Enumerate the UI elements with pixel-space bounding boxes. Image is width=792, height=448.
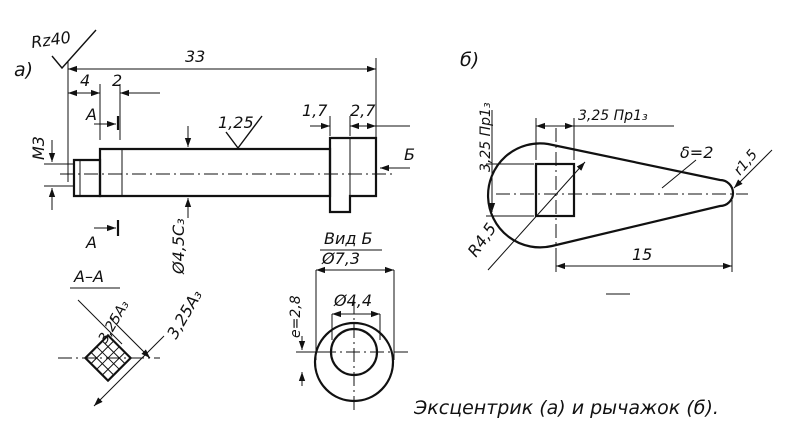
large-radius-label: R4,5 — [464, 219, 501, 260]
section-mark-bottom: А — [85, 233, 97, 252]
hole-dim-horizontal: 3,25 Пр1₃ — [578, 108, 648, 124]
hole-dim-vertical: 3,25 Пр1₃ — [478, 102, 494, 172]
section-mark-top: А — [85, 105, 97, 124]
figure-b-marker: б) — [460, 49, 479, 71]
figure-caption: Эксцентрик (а) и рычажок (б). — [413, 397, 719, 419]
tip-radius-label: r1,5 — [731, 147, 761, 179]
section-square — [83, 333, 133, 383]
view-b-eccentricity: е=2,8 — [288, 295, 304, 338]
dimension-1-7: 1,7 — [302, 101, 328, 120]
thickness-label: δ=2 — [680, 143, 713, 162]
dimension-4: 4 — [80, 71, 90, 90]
view-b-inner-diameter: Ø4,4 — [333, 291, 372, 310]
section-a-a: А–А 3,25А₃ 3,25А₃ — [58, 267, 206, 407]
section-title: А–А — [73, 267, 104, 286]
figure-a-marker: а) — [14, 59, 33, 81]
view-b-outer-diameter: Ø7,3 — [321, 249, 360, 268]
dimension-2-7: 2,7 — [350, 101, 376, 120]
roughness-symbol: Rz40 — [30, 28, 97, 70]
section-dimension-large: 3,25А₃ — [163, 287, 206, 342]
roughness-label: Rz40 — [30, 28, 72, 52]
eccentric-body — [60, 136, 392, 214]
lever-square-hole — [534, 162, 576, 218]
view-arrow-label: Б — [404, 145, 415, 164]
view-b: Вид Б Ø7,3 Ø4,4 е=2,8 — [288, 229, 410, 410]
length-label: 15 — [632, 245, 652, 264]
dimension-33: 33 — [185, 47, 205, 66]
figure-a-eccentric: а) Rz40 33 4 2 А А М3 — [14, 28, 415, 275]
shaft-diameter-label: Ø4,5С₃ — [169, 218, 188, 275]
section-dimension-small: 3,25А₃ — [96, 298, 133, 346]
figure-b-lever: б) 3,25 Пр1₃ 3,25 Пр1₃ δ=2 r1,5 R4,5 15 — [460, 49, 773, 295]
dimension-2: 2 — [112, 71, 122, 90]
shaft-roughness-label: 1,25 — [218, 113, 254, 132]
thread-label: М3 — [29, 136, 48, 160]
view-b-title: Вид Б — [324, 229, 373, 248]
